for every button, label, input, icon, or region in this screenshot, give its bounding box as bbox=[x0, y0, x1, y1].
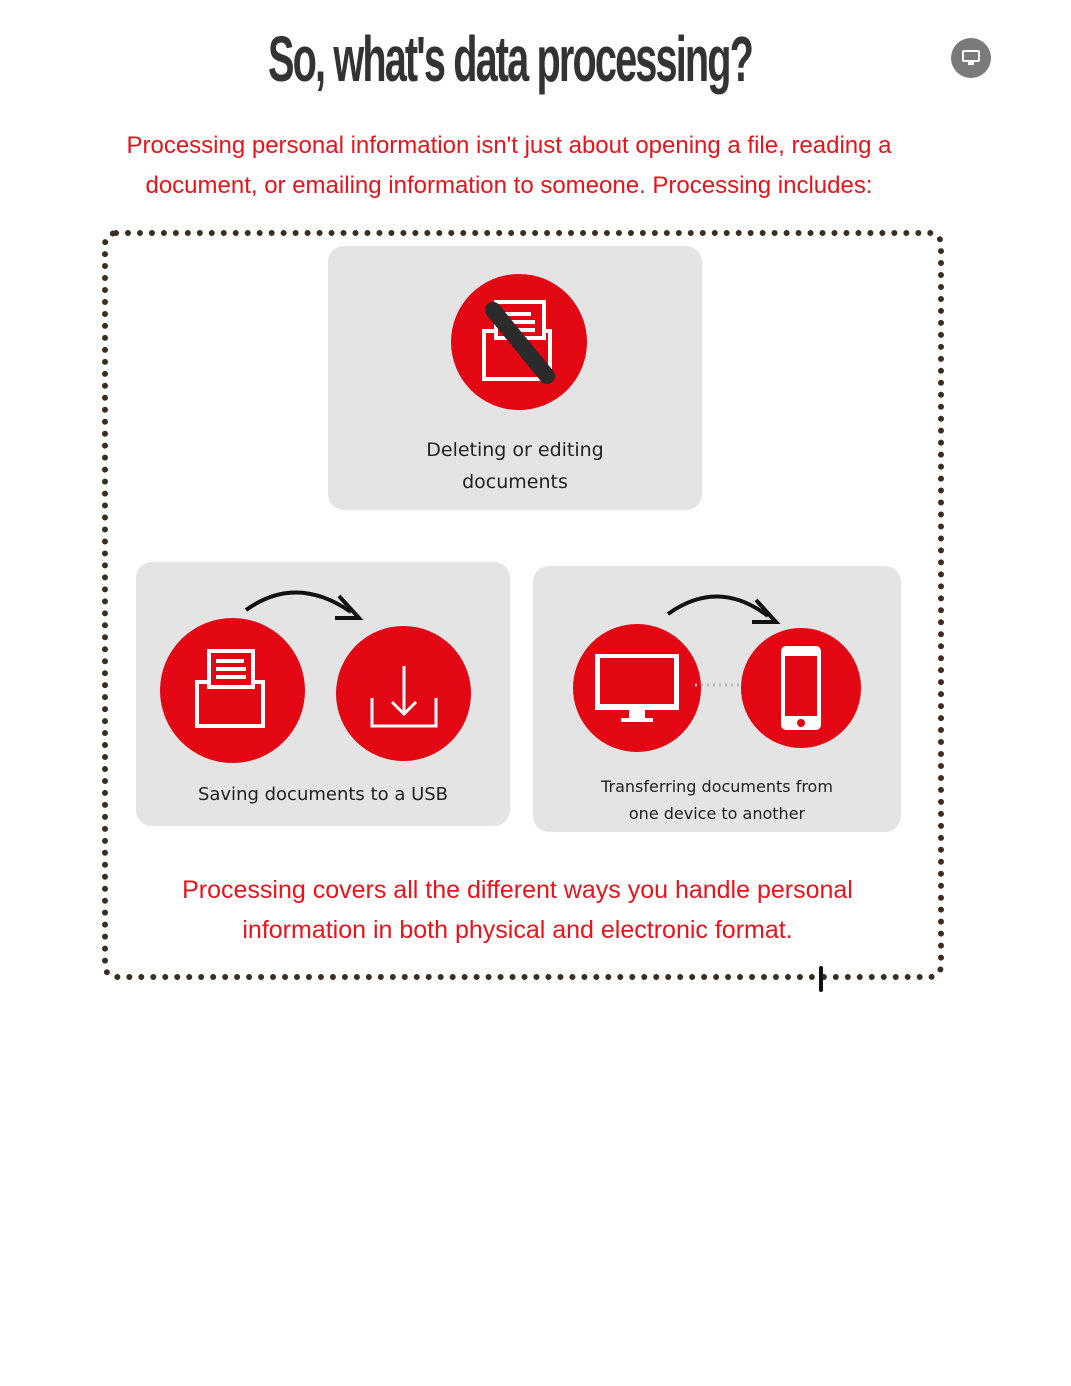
card-transferring: Transferring documents from one device t… bbox=[533, 566, 901, 832]
arrow-icon bbox=[666, 594, 781, 624]
computer-icon bbox=[573, 624, 701, 752]
dotted-connector bbox=[695, 683, 759, 687]
page-title: So, what's data processing? bbox=[268, 23, 754, 95]
monitor-icon bbox=[962, 50, 980, 65]
card-label: Saving documents to a USB bbox=[197, 784, 449, 805]
card-deleting-editing: Deleting or editing documents bbox=[328, 246, 702, 510]
card-saving-usb: Saving documents to a USB bbox=[136, 562, 510, 826]
processing-examples-box bbox=[102, 230, 944, 980]
smartphone-icon bbox=[741, 628, 861, 748]
download-icon bbox=[336, 626, 471, 761]
present-mode-button[interactable] bbox=[951, 38, 991, 78]
document-icon bbox=[160, 618, 305, 763]
intro-text: Processing personal information isn't ju… bbox=[126, 132, 892, 199]
card-label: Transferring documents from bbox=[601, 777, 833, 796]
delete-document-icon bbox=[451, 274, 587, 410]
card-label: Deleting or editing bbox=[426, 439, 604, 461]
cursor-mark bbox=[819, 966, 823, 992]
summary-text: Processing covers all the different ways… bbox=[182, 876, 853, 944]
card-label: documents bbox=[462, 471, 568, 493]
card-label: one device to another bbox=[628, 804, 806, 823]
arrow-icon bbox=[244, 590, 364, 620]
